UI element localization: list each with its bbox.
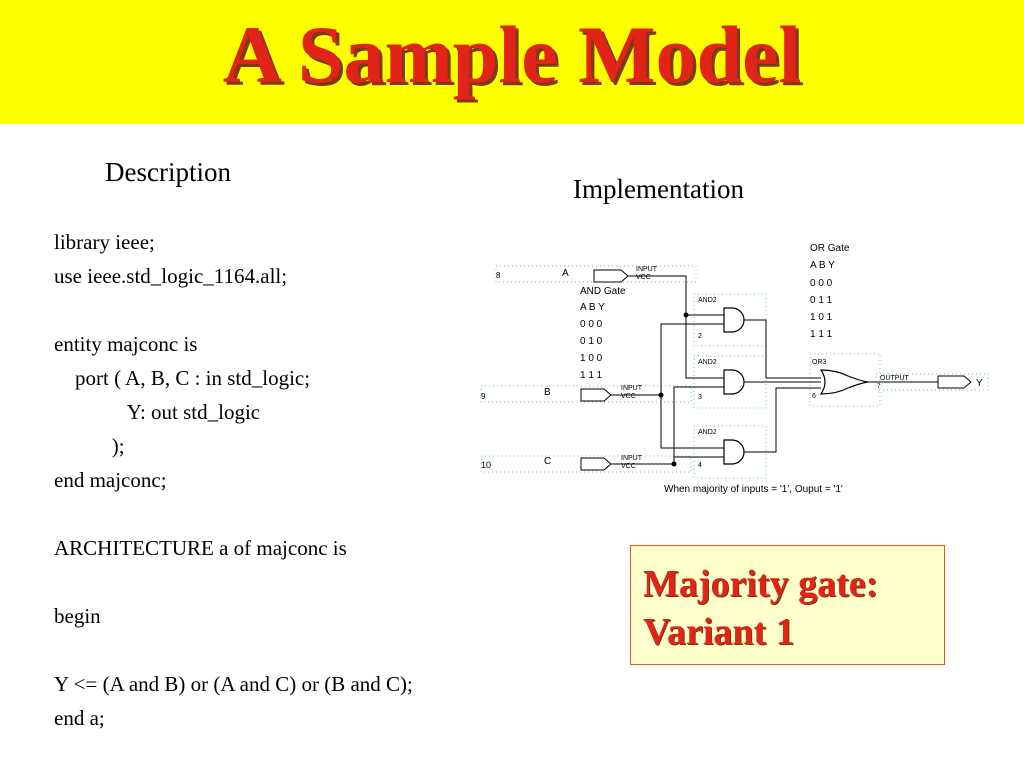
code-line xyxy=(54,633,574,667)
code-line: library ieee; xyxy=(54,230,155,254)
wiring xyxy=(636,275,938,465)
code-line: entity majconc is xyxy=(54,332,198,356)
or-table-row: 1 0 1 xyxy=(810,312,833,323)
or-table-title: OR Gate xyxy=(810,243,850,254)
code-line: Y <= (A and B) or (A and C) or (B and C)… xyxy=(54,672,413,696)
and-gate-label-1: AND2 xyxy=(698,297,717,304)
input-type-c: INPUT xyxy=(621,455,643,462)
variant-note-box: Majority gate: Variant 1 xyxy=(630,545,945,665)
and-table-row: 1 0 0 xyxy=(580,353,603,364)
note-line-2: Variant 1 xyxy=(643,611,795,653)
and-table-header: A B Y xyxy=(580,302,605,313)
schematic-diagram: 8 9 10 A B C INPUT VCC INPUT VCC INPUT V… xyxy=(480,243,989,495)
and-input-stubs xyxy=(704,314,724,458)
input-name-a: A xyxy=(562,268,569,279)
code-line xyxy=(54,497,574,531)
input-type-b: INPUT xyxy=(621,385,643,392)
code-line: ARCHITECTURE a of majconc is xyxy=(54,536,347,560)
pin-b: 9 xyxy=(481,392,486,401)
code-line: port ( A, B, C : in std_logic; xyxy=(54,366,311,390)
or-table-row: 1 1 1 xyxy=(810,329,833,340)
and-pin-3: 4 xyxy=(698,462,702,469)
title-bar: A Sample Model xyxy=(0,0,1024,124)
and-table-row: 1 1 1 xyxy=(580,370,603,381)
code-line: end a; xyxy=(54,706,105,730)
output-pin: 7 xyxy=(877,384,881,390)
and-truth-table: AND Gate A B Y 0 0 0 0 1 0 1 0 0 1 1 1 xyxy=(580,286,626,381)
code-line: ); xyxy=(54,434,125,458)
description-label: Description xyxy=(105,157,231,187)
or-gate-label: OR3 xyxy=(812,359,827,366)
input-supply-c: VCC xyxy=(621,463,636,470)
and-pin-1: 2 xyxy=(698,333,702,340)
and-pin-2: 3 xyxy=(698,394,702,401)
and-table-row: 0 1 0 xyxy=(580,336,603,347)
code-line: Y: out std_logic xyxy=(54,400,261,424)
note-line-1: Majority gate: xyxy=(643,563,879,605)
and-gate-2 xyxy=(723,369,745,395)
input-symbols xyxy=(580,269,636,471)
and-gate-label-3: AND2 xyxy=(698,429,717,436)
or-table-header: A B Y xyxy=(810,260,835,271)
output-symbol xyxy=(937,375,972,389)
implementation-label: Implementation xyxy=(573,174,744,204)
code-line xyxy=(54,565,574,599)
and-table-row: 0 0 0 xyxy=(580,319,603,330)
or-table-row: 0 1 1 xyxy=(810,295,833,306)
wire-junctions xyxy=(658,312,689,467)
pin-c: 10 xyxy=(481,460,491,470)
and-gate-label-2: AND2 xyxy=(698,359,717,366)
slide-title: A Sample Model xyxy=(222,9,802,100)
and-gate-1 xyxy=(723,307,745,333)
vhdl-code: library ieee; use ieee.std_logic_1164.all… xyxy=(54,225,574,735)
input-supply-b: VCC xyxy=(621,393,636,400)
code-line: end majconc; xyxy=(54,468,167,492)
code-line: use ieee.std_logic_1164.all; xyxy=(54,264,288,288)
or-pin: 6 xyxy=(812,393,816,400)
and-gates xyxy=(723,307,745,465)
schematic-caption: When majority of inputs = '1', Ouput = '… xyxy=(664,484,843,495)
or-truth-table: OR Gate A B Y 0 0 0 0 1 1 1 0 1 1 1 1 xyxy=(810,243,850,340)
input-type-a: INPUT xyxy=(636,266,658,273)
or-gate xyxy=(819,369,869,395)
pin-a: 8 xyxy=(496,271,501,280)
code-line: begin xyxy=(54,604,101,628)
input-supply-a: VCC xyxy=(636,274,651,281)
and-gate-3 xyxy=(723,439,745,465)
input-name-b: B xyxy=(544,387,551,398)
or-table-row: 0 0 0 xyxy=(810,278,833,289)
and-table-title: AND Gate xyxy=(580,286,626,297)
output-type: OUTPUT xyxy=(880,375,910,382)
input-name-c: C xyxy=(544,456,551,467)
output-name: Y xyxy=(976,378,983,389)
